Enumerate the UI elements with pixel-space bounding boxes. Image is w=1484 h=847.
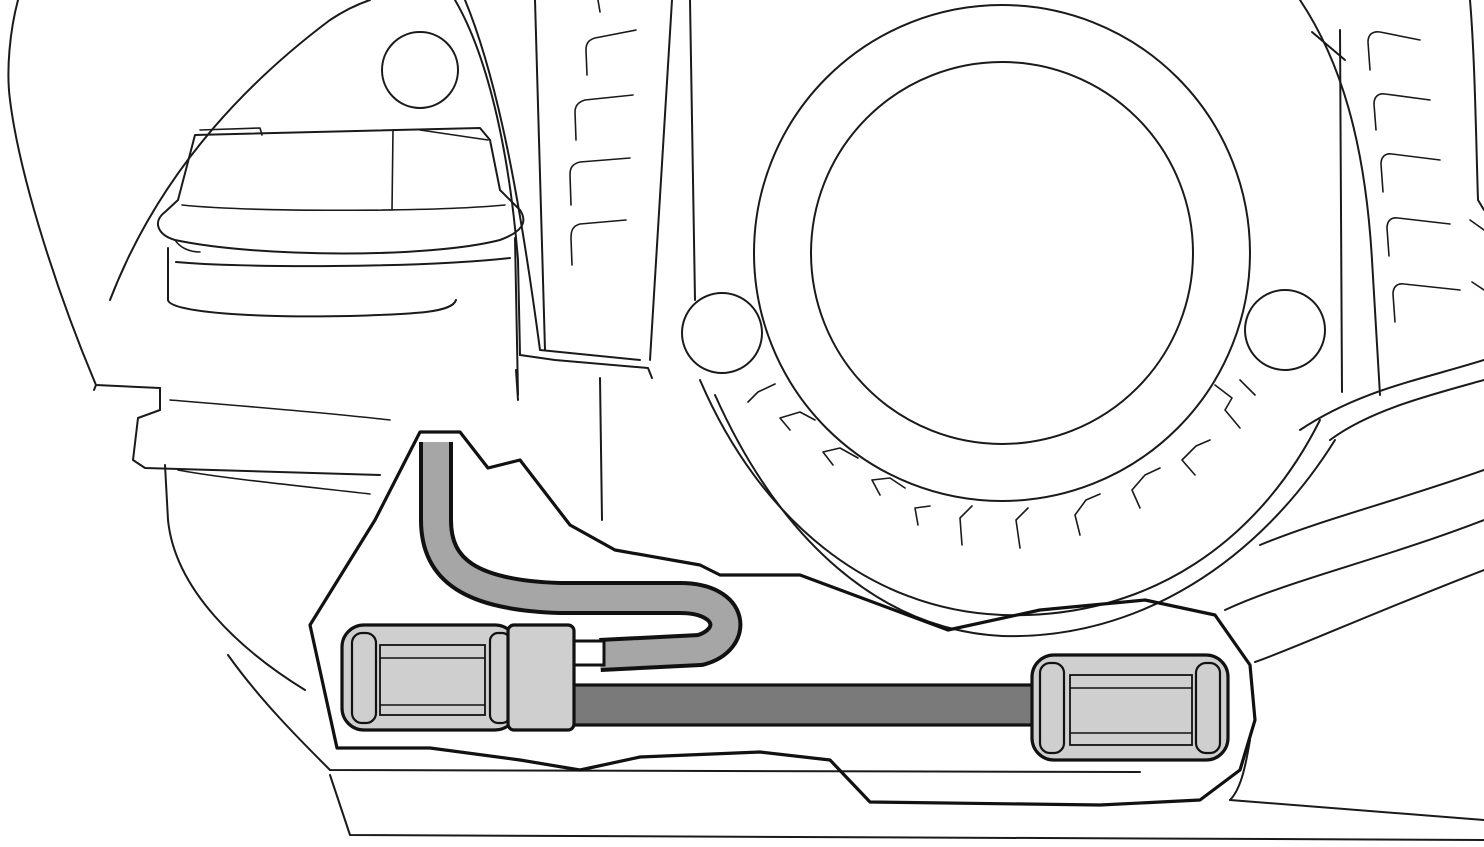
fuel-filter-icon — [1030, 653, 1230, 762]
bolt-icon — [1244, 289, 1326, 371]
bolt-icon — [381, 31, 459, 109]
bolt-icon — [681, 292, 763, 374]
fuel-tank-cutaway — [308, 430, 1257, 807]
outer-fuel-filter — [1030, 653, 1230, 762]
fuel-tank-cap-icon — [156, 127, 525, 396]
vent-slots-right — [1367, 31, 1484, 323]
vent-slots-ring — [747, 379, 1256, 549]
engine-housing-outline — [7, 0, 1484, 841]
inner-fuel-filter — [340, 623, 576, 732]
flywheel-housing — [681, 4, 1336, 638]
vent-slots-left — [569, 0, 637, 266]
fuel-hose-icon — [419, 442, 1040, 727]
fuel-filter-icon — [340, 623, 576, 732]
